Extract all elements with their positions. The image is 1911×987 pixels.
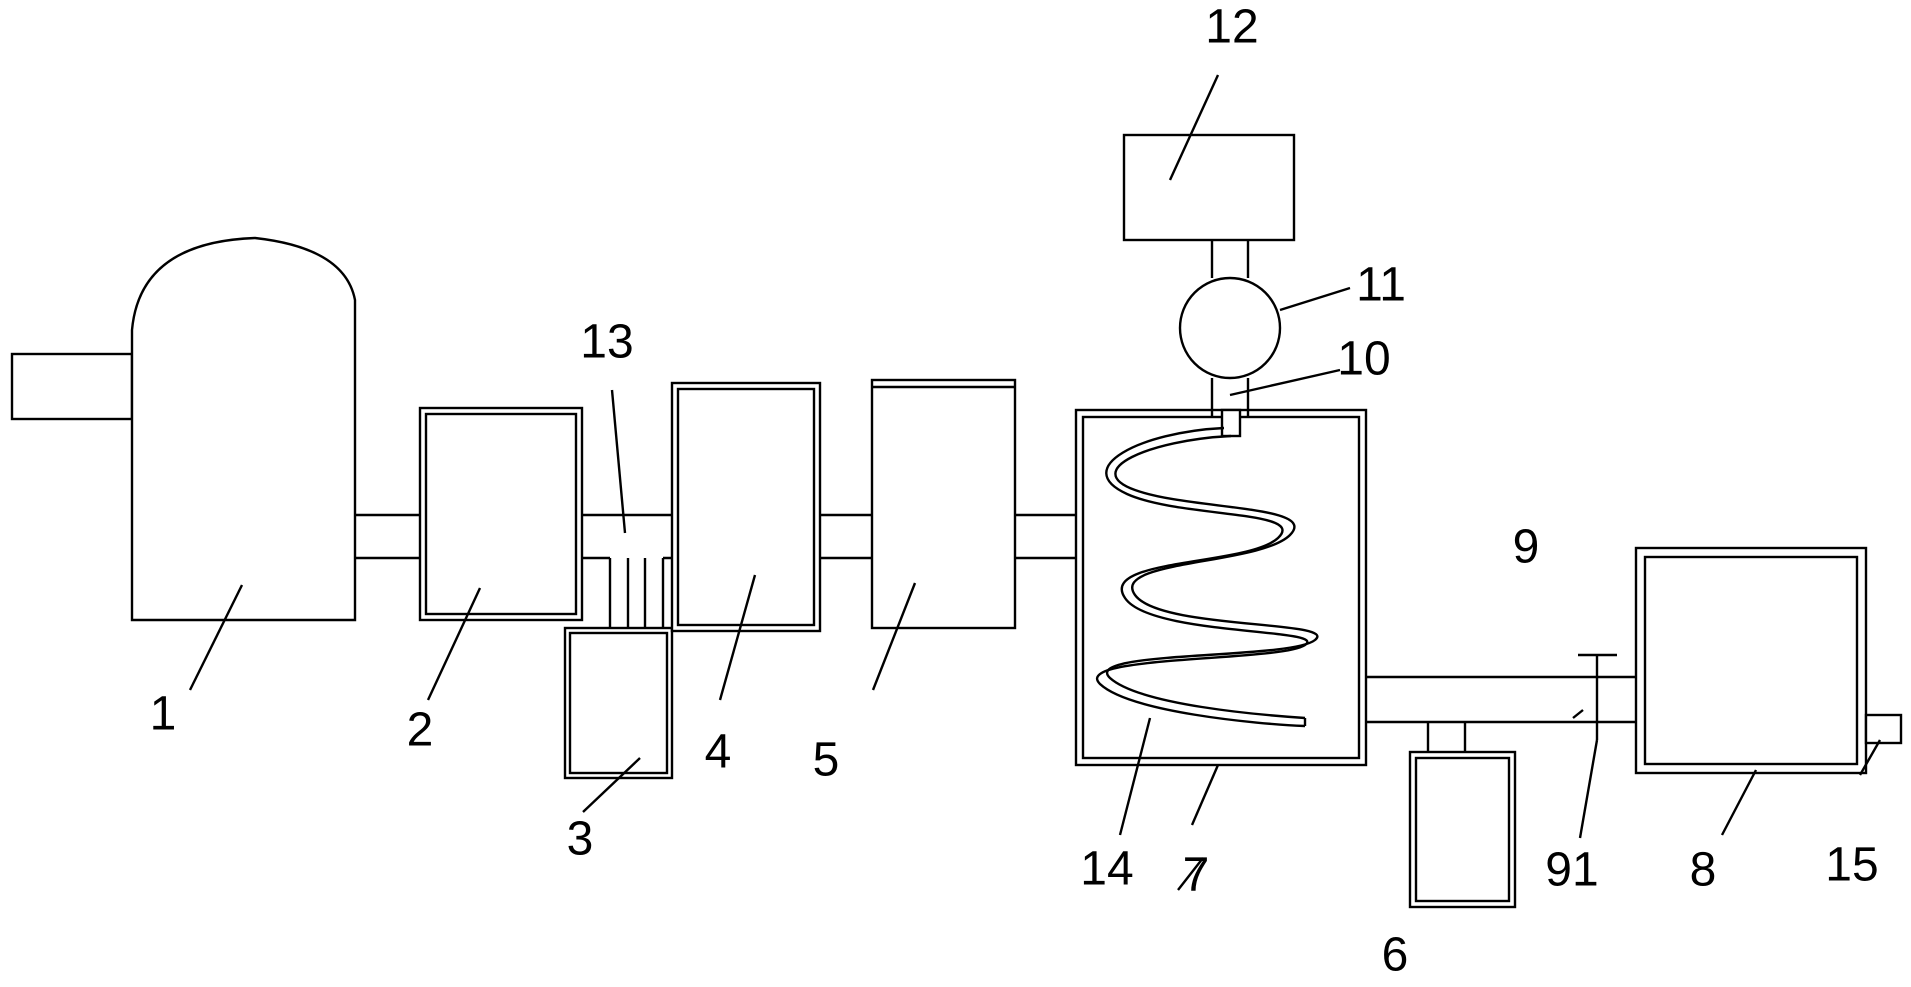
outlet-15	[1864, 713, 1903, 745]
component-8-box	[1634, 546, 1868, 775]
label-1: 1	[150, 688, 177, 741]
component-4-box	[670, 381, 822, 633]
label-4: 4	[705, 726, 732, 779]
component-7-vessel	[1074, 408, 1368, 767]
component-3-box	[563, 626, 674, 780]
component-12-box	[1122, 133, 1296, 242]
label-10: 10	[1337, 333, 1390, 386]
label-91: 91	[1545, 844, 1598, 897]
label-8: 8	[1690, 844, 1717, 897]
label-15: 15	[1825, 839, 1878, 892]
component-11-pump	[1178, 240, 1282, 380]
valve-91	[1578, 653, 1617, 740]
label-2: 2	[407, 704, 434, 757]
label-12: 12	[1205, 1, 1258, 54]
component-1-tank	[10, 236, 357, 622]
label-3: 3	[567, 813, 594, 866]
pipe-9	[1366, 675, 1636, 752]
label-14: 14	[1080, 843, 1133, 896]
component-2-box	[418, 406, 584, 622]
label-5: 5	[813, 734, 840, 787]
label-6: 6	[1382, 929, 1409, 982]
label-7: 7	[1183, 849, 1210, 902]
label-13: 13	[580, 316, 633, 369]
component-5-box	[870, 378, 1017, 630]
leader-lines	[188, 74, 1882, 891]
label-9: 9	[1513, 521, 1540, 574]
main-pipeline	[355, 513, 1080, 628]
coil-14	[1095, 426, 1319, 728]
component-6-box	[1408, 750, 1517, 909]
label-11: 11	[1356, 259, 1406, 312]
